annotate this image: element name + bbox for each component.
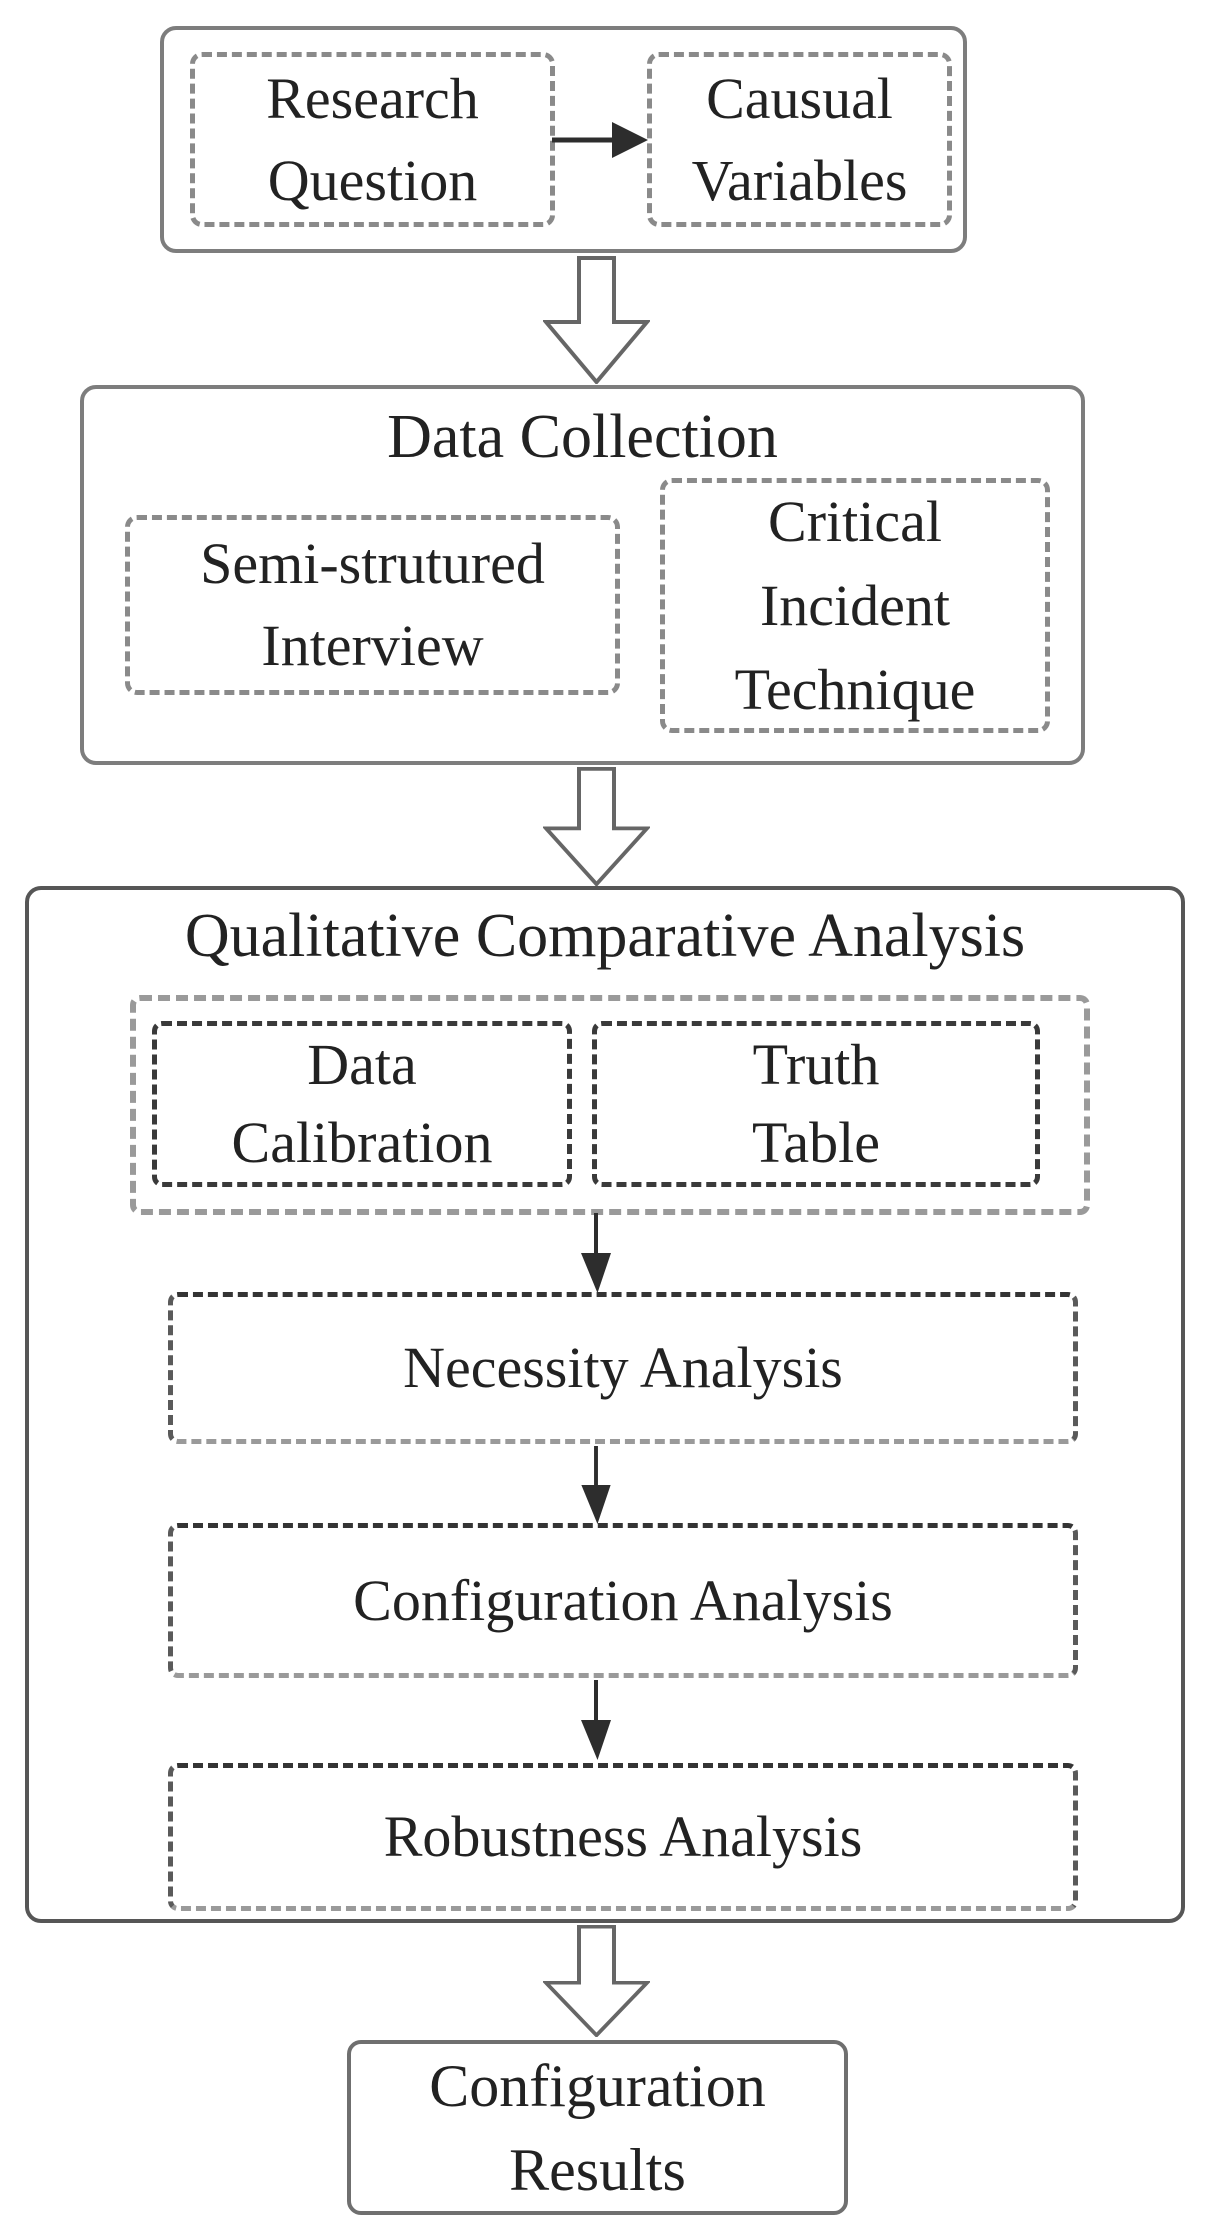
down-arrow-small-icon <box>581 1446 611 1525</box>
right-arrow-icon <box>552 122 648 158</box>
robustness-analysis-box: Robustness Analysis <box>168 1763 1078 1911</box>
configuration-results-box: Configuration Results <box>347 2040 848 2215</box>
critical-incident-label-line2: Incident <box>759 572 951 638</box>
data-calibration-label-line1: Data <box>307 1032 417 1097</box>
data-collection-title: Data Collection <box>387 403 778 471</box>
semi-structured-label-line1: Semi-strutured <box>200 531 545 596</box>
semi-structured-interview-box: Semi-strutured Interview <box>125 515 620 695</box>
truth-table-label-line1: Truth <box>752 1032 880 1097</box>
qca-box: Qualitative Comparative Analysis <box>25 886 1185 1923</box>
configuration-analysis-label: Configuration Analysis <box>353 1567 893 1633</box>
causual-variables-box: Causual Variables <box>647 52 952 227</box>
necessity-analysis-box: Necessity Analysis <box>168 1292 1078 1444</box>
calibration-truthtable-wrapper-box <box>130 995 1090 1215</box>
causual-variables-label-line1: Causual <box>706 65 893 131</box>
data-collection-box: Data Collection <box>80 385 1085 765</box>
configuration-analysis-box: Configuration Analysis <box>168 1523 1078 1678</box>
semi-structured-label-line2: Interview <box>261 613 484 678</box>
research-question-label-line2: Question <box>267 147 478 213</box>
down-arrow-hollow-icon <box>543 256 650 384</box>
down-arrow-small-icon <box>581 1680 611 1760</box>
research-question-box: Research Question <box>190 52 555 227</box>
truth-table-box: Truth Table <box>592 1021 1040 1187</box>
robustness-analysis-label: Robustness Analysis <box>383 1804 863 1869</box>
configuration-results-label-line2: Results <box>509 2136 686 2203</box>
down-arrow-small-icon <box>581 1213 611 1293</box>
down-arrow-hollow-icon <box>543 767 650 886</box>
critical-incident-technique-box: Critical Incident Technique <box>660 478 1050 733</box>
down-arrow-hollow-icon <box>543 1925 650 2037</box>
critical-incident-label-line1: Critical <box>768 488 942 554</box>
configuration-results-label-line1: Configuration <box>429 2052 766 2119</box>
critical-incident-label-line3: Technique <box>734 656 976 722</box>
qca-title: Qualitative Comparative Analysis <box>184 902 1026 970</box>
necessity-analysis-label: Necessity Analysis <box>403 1335 843 1400</box>
data-calibration-label-line2: Calibration <box>231 1110 493 1175</box>
truth-table-label-line2: Table <box>752 1110 880 1175</box>
data-calibration-box: Data Calibration <box>152 1021 572 1187</box>
research-question-label-line1: Research <box>266 65 479 131</box>
causual-variables-label-line2: Variables <box>691 147 908 213</box>
